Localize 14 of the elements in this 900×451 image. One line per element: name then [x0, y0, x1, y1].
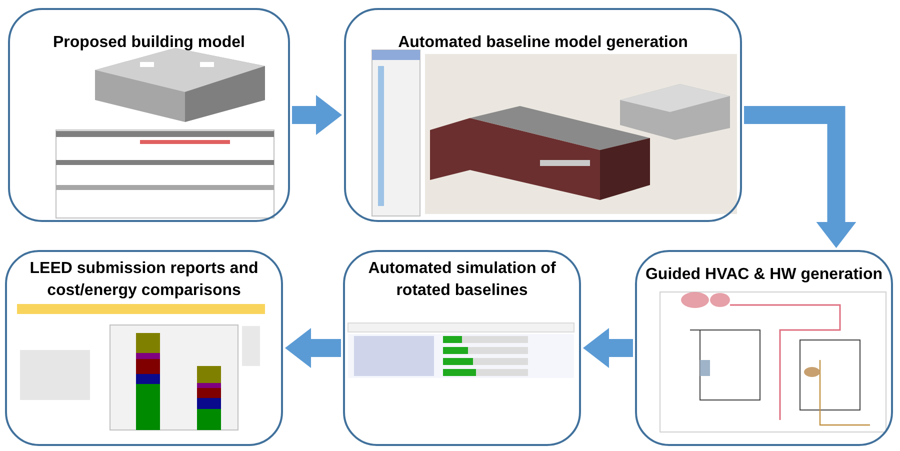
rounded-box [343, 250, 581, 446]
block-arrow [744, 106, 856, 248]
rounded-box [8, 8, 290, 222]
box-title: Guided HVAC & HW generation [644, 265, 884, 285]
box-title: Automated simulation of rotated baselines [367, 259, 557, 301]
box-title: Proposed building model [52, 33, 246, 53]
box-title: Automated baseline model generation [397, 33, 689, 53]
block-arrow [292, 95, 342, 135]
block-arrow [583, 328, 633, 368]
box-title: LEED submission reports and cost/energy comparisons [28, 259, 260, 301]
rounded-box [5, 250, 283, 446]
rounded-box [635, 250, 893, 446]
rounded-box [344, 8, 742, 222]
block-arrow [285, 328, 341, 368]
